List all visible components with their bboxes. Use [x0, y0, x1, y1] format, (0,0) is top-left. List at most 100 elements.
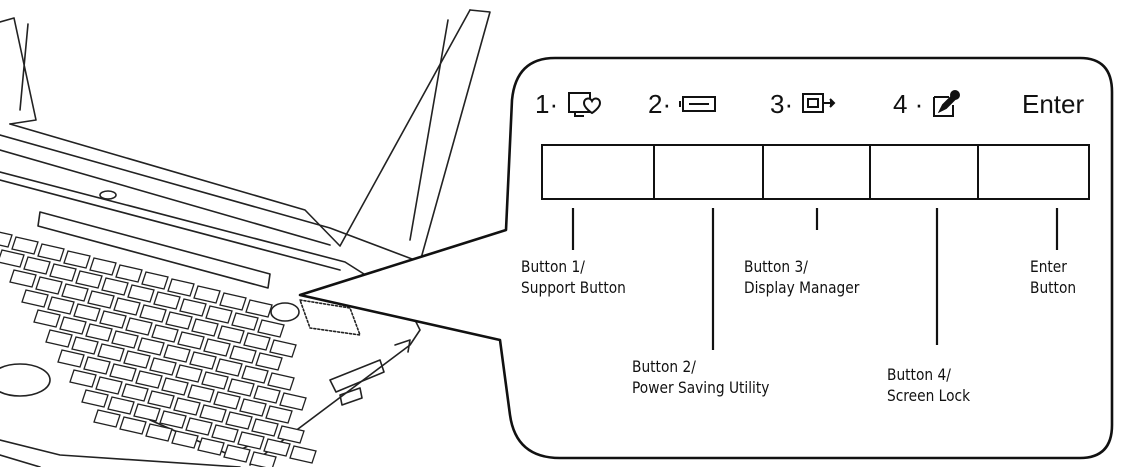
keyboard-key	[119, 416, 147, 435]
keyboard-key	[239, 398, 267, 417]
screen-lock-button[interactable]	[869, 144, 980, 200]
keyboard-key	[237, 431, 265, 450]
keyboard-key	[45, 329, 73, 348]
keyboard-key	[197, 437, 225, 456]
keyboard-key	[253, 385, 281, 404]
header-button1: 1·	[535, 86, 602, 122]
power-saving-button[interactable]	[653, 144, 765, 200]
label-button3: Button 3/ Display Manager	[744, 256, 859, 298]
keyboard-key	[227, 378, 255, 397]
support-icon	[568, 92, 602, 117]
side-ports	[329, 359, 385, 393]
header-button4-number: 4 ·	[893, 88, 924, 119]
keyboard-key	[135, 370, 163, 389]
support-button[interactable]	[541, 144, 656, 200]
header-button3-number: 3·	[770, 88, 794, 119]
header-button2: 2·	[648, 86, 719, 122]
keyboard-key	[97, 343, 125, 362]
keyboard-key	[211, 424, 239, 443]
keyboard-key	[277, 425, 305, 444]
keyboard-key	[107, 396, 135, 415]
keyboard-key	[215, 358, 243, 377]
keyboard-key	[89, 257, 117, 276]
label-button1-line2: Support Button	[521, 278, 626, 297]
touchpad	[0, 363, 51, 397]
label-button2-line1: Button 2/	[632, 357, 696, 376]
keyboard-key	[163, 344, 191, 363]
keyboard-key	[63, 250, 91, 269]
keyboard-key	[175, 364, 203, 383]
keyboard-key	[121, 383, 149, 402]
keyboard-key	[203, 338, 231, 357]
display-manager-button[interactable]	[762, 144, 872, 200]
keyboard-key	[265, 405, 293, 424]
keyboard-key	[57, 349, 85, 368]
header-button1-number: 1·	[535, 88, 559, 119]
battery-icon	[679, 96, 717, 112]
keyboard-key	[109, 363, 137, 382]
keyboard-key	[93, 409, 121, 428]
label-button3-line1: Button 3/	[744, 257, 808, 276]
keyboard-key	[245, 299, 273, 318]
keyboard-key	[255, 352, 283, 371]
keyboard-key	[267, 372, 295, 391]
keyboard-key	[11, 236, 39, 255]
keyboard-key	[115, 264, 143, 283]
label-button4-line1: Button 4/	[887, 365, 951, 384]
keyboard-key	[95, 376, 123, 395]
keyboard-key	[159, 410, 187, 429]
keyboard-key	[75, 270, 103, 289]
keyboard-key	[249, 451, 277, 467]
keyboard-key	[161, 377, 189, 396]
keyboard-key	[193, 285, 221, 304]
keyboard-key	[147, 390, 175, 409]
keyboard-key	[153, 291, 181, 310]
keyboard-key	[231, 312, 259, 331]
label-button3-line2: Display Manager	[744, 278, 860, 297]
enter-button[interactable]	[977, 144, 1090, 200]
keyboard-key	[173, 397, 201, 416]
keyboard-key	[87, 290, 115, 309]
keyboard-key	[185, 417, 213, 436]
keyboard-key	[61, 283, 89, 302]
keyboard-key	[21, 289, 49, 308]
keyboard-key	[269, 339, 297, 358]
keyboard-key	[139, 304, 167, 323]
keyboard-key	[145, 423, 173, 442]
keyboard-key	[241, 365, 269, 384]
keyboard-key	[243, 332, 271, 351]
keyboard-key	[101, 277, 129, 296]
keyboard-key	[73, 303, 101, 322]
keyboard-key	[151, 324, 179, 343]
keyboard-key	[123, 350, 151, 369]
keyboard-key	[217, 325, 245, 344]
screen-bezel	[9, 9, 471, 247]
speaker-grille	[299, 299, 361, 336]
keyboard-key	[257, 319, 285, 338]
keyboard-key	[165, 311, 193, 330]
keyboard-key	[149, 357, 177, 376]
label-button1-line1: Button 1/	[521, 257, 585, 276]
keyboard-key	[9, 269, 37, 288]
keyboard	[0, 231, 317, 467]
label-enter: Enter Button	[1030, 256, 1076, 298]
keyboard-key	[187, 384, 215, 403]
screen-lock-icon	[933, 90, 961, 117]
keyboard-key	[125, 317, 153, 336]
keyboard-key	[191, 318, 219, 337]
button-strip	[37, 211, 271, 289]
keyboard-key	[81, 389, 109, 408]
label-button2-line2: Power Saving Utility	[632, 378, 770, 397]
keyboard-key	[219, 292, 247, 311]
keyboard-key	[205, 305, 233, 324]
label-button4: Button 4/ Screen Lock	[887, 364, 970, 406]
keyboard-key	[83, 356, 111, 375]
keyboard-key	[0, 249, 25, 268]
header-button3: 3·	[770, 86, 837, 122]
label-button1: Button 1/ Support Button	[521, 256, 626, 298]
keyboard-key	[37, 243, 65, 262]
label-button2: Button 2/ Power Saving Utility	[632, 356, 769, 398]
keyboard-key	[177, 331, 205, 350]
keyboard-key	[229, 345, 257, 364]
